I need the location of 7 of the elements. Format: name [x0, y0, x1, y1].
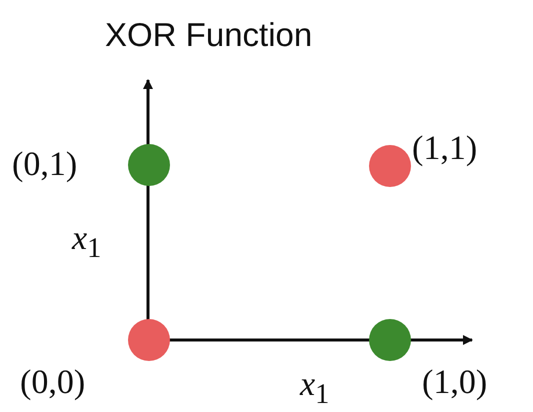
point-label: (1,1)	[412, 132, 478, 166]
point-label: (1,0)	[422, 366, 488, 400]
point-label: (0,0)	[20, 366, 86, 400]
diagram-title: XOR Function	[105, 16, 312, 54]
axis-label: x$_{1}$	[300, 368, 330, 410]
axis-label: x$_{1}$	[72, 222, 102, 264]
point-label: (0,1)	[12, 148, 78, 182]
